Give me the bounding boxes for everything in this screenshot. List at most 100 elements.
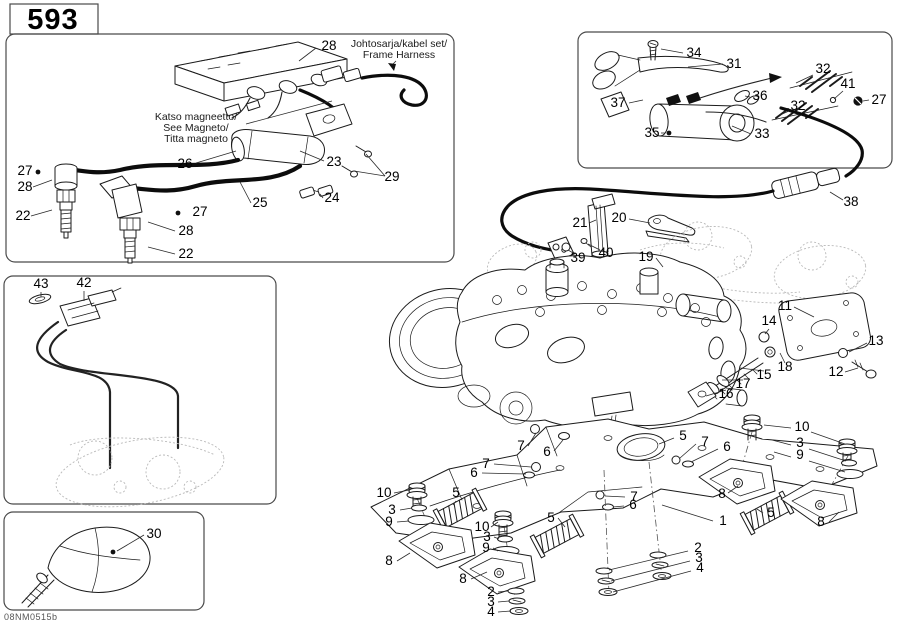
- panel-frames: [3, 3, 893, 611]
- callout-dot: [35, 169, 41, 175]
- part-number-label: 2: [487, 584, 495, 599]
- part-number-label: 25: [252, 195, 267, 210]
- callout-lead-line: [365, 153, 386, 177]
- callout-lead-line: [808, 460, 846, 473]
- callout-lead-line: [687, 63, 724, 68]
- ignition-coil: [231, 103, 372, 199]
- part-number-label: 20: [611, 210, 626, 225]
- callout-lead-line: [493, 463, 532, 468]
- callout-lead-line: [862, 99, 870, 102]
- spark-plug-wire-2: [113, 163, 303, 193]
- part-number-label: 6: [470, 465, 478, 480]
- callout-lead-line: [452, 500, 457, 506]
- part-number-label: 7: [482, 456, 490, 471]
- callout-lead-line: [848, 342, 868, 353]
- spark-plug-right: [99, 175, 143, 264]
- part-number-label: 39: [570, 250, 585, 265]
- plate-damper-ring: [616, 433, 666, 461]
- magneto-note: Katso magneetto/ See Magneto/ Titta magn…: [155, 100, 333, 145]
- callout-lead-line: [497, 590, 509, 593]
- part-number-label: 29: [384, 169, 399, 184]
- part-number-label: 22: [15, 208, 30, 223]
- callout-lead-line: [608, 550, 689, 571]
- part-number-label: 5: [547, 510, 555, 525]
- part-number-label: 3: [483, 529, 491, 544]
- callout-lead-line: [497, 600, 510, 603]
- callout-lead-line: [298, 47, 317, 62]
- frame-harness-connector: [320, 65, 428, 107]
- callout-lead-line: [705, 389, 727, 397]
- part-number-label: 11: [778, 298, 792, 313]
- callout-lead-line: [396, 520, 410, 523]
- part-number-label: 8: [718, 486, 726, 501]
- callout-lead-line: [829, 191, 844, 201]
- part-number-label: 10: [794, 419, 809, 434]
- callout-lead-line: [690, 448, 719, 463]
- kill-switch-housing: [649, 92, 755, 142]
- cable-connector-38: [771, 167, 841, 199]
- engine-mount-b: [458, 548, 536, 595]
- callout-lead-line: [399, 507, 413, 511]
- callout-lead-line: [567, 249, 576, 255]
- callout-lead-line: [763, 424, 792, 429]
- callout-lead-line: [655, 257, 664, 268]
- part-number-label: 34: [686, 45, 702, 60]
- callout-lead-line: [239, 181, 252, 204]
- nut-13: [838, 348, 848, 358]
- coil-bracket: [305, 103, 353, 137]
- tether-cap: [21, 526, 151, 608]
- callout-lead-line: [628, 218, 651, 224]
- part-number-label: 6: [543, 444, 551, 459]
- washer-stack-1: [507, 587, 529, 615]
- mount-bolt-c: [741, 414, 763, 441]
- washer-6b: [523, 471, 535, 479]
- part-number-label: 21: [572, 215, 587, 230]
- washer-39: [561, 242, 571, 252]
- part-number-label: 40: [598, 245, 613, 260]
- spark-plug-left: [54, 163, 78, 239]
- part-number-label: 3: [388, 502, 396, 517]
- part-number-label: 37: [610, 95, 625, 110]
- part-number-label: 8: [817, 514, 825, 529]
- callout-lead-line: [396, 552, 411, 562]
- part-number-label: 2: [694, 540, 702, 555]
- part-number-label: 41: [840, 76, 855, 91]
- part-number-label: 7: [630, 489, 638, 504]
- part-number-label: 4: [696, 560, 704, 575]
- washer-3d: [841, 459, 857, 467]
- spark-plug-wire-1: [63, 157, 241, 175]
- magneto-note-line3: Titta magneto: [164, 133, 228, 145]
- callout-lead-line: [353, 170, 386, 177]
- switch-connectors: [734, 90, 760, 105]
- washer-6c: [602, 503, 614, 511]
- callout-lead-line: [828, 511, 840, 523]
- part-number-label: 33: [754, 126, 769, 141]
- callout-lead-line: [779, 110, 790, 116]
- callout-dot: [110, 549, 116, 555]
- magneto-note-line1: Katso magneetto/: [155, 111, 237, 123]
- callout-lead-line: [833, 90, 844, 100]
- bracket-21: [587, 193, 616, 258]
- part-number-label: 42: [76, 275, 91, 290]
- nut-18: [764, 346, 776, 358]
- small-cylinder: [639, 267, 659, 295]
- part-number-label: 6: [629, 497, 637, 512]
- part-number-label: 27: [17, 163, 32, 178]
- part-number-label: 38: [843, 194, 858, 209]
- callout-lead-line: [30, 209, 53, 217]
- filler-cylinder: [545, 258, 569, 297]
- callout-lead-line: [116, 534, 145, 552]
- washer-6a: [558, 432, 570, 440]
- cdi-module: [174, 41, 348, 102]
- part-number-label: 5: [452, 485, 460, 500]
- nut-7c: [595, 490, 605, 500]
- part-number-label: 15: [756, 367, 771, 382]
- callout-lead-line: [481, 472, 527, 475]
- callout-lead-line: [679, 443, 697, 459]
- switch-block: [600, 91, 630, 118]
- callout-lead-line: [658, 437, 675, 445]
- part-number-label: 10: [474, 519, 489, 534]
- part-number-label: 28: [178, 223, 193, 238]
